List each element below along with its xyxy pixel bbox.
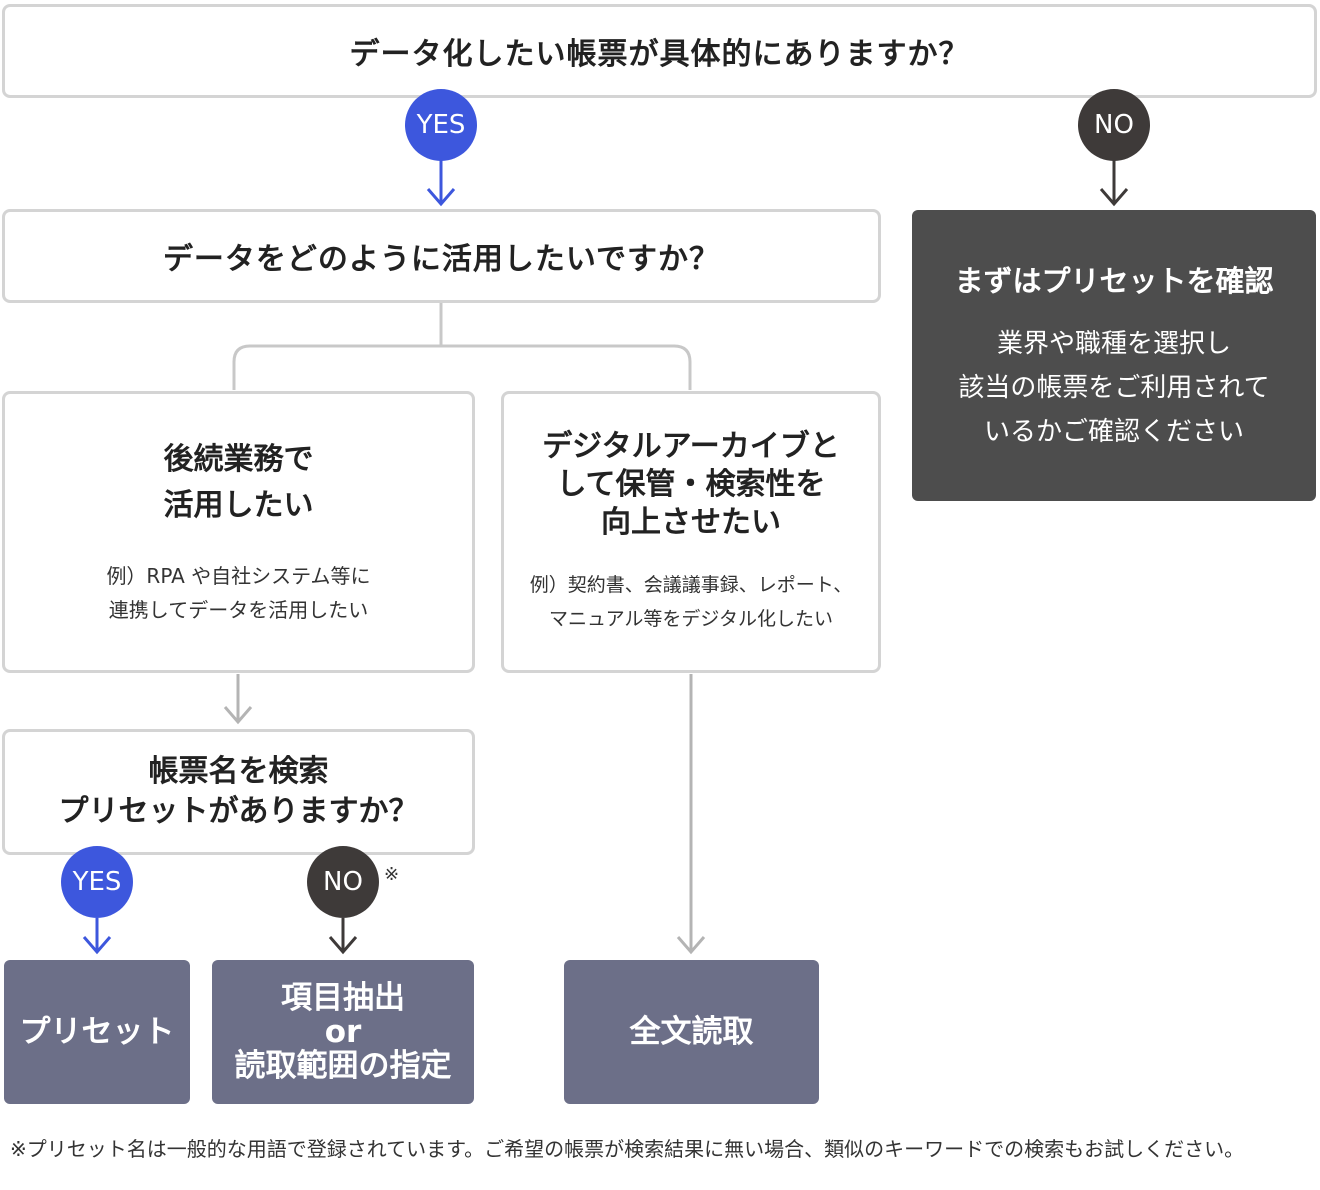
top-no-badge: NO: [1078, 89, 1150, 161]
usage-question-text: データをどのように活用したいですか？: [162, 242, 721, 277]
search-yes-badge: YES: [61, 846, 133, 918]
option-downstream-example: 例）RPA や自社システム等に 連携してデータを活用したい: [106, 559, 370, 627]
option-archive-example: 例）契約書、会議議事録、レポート、 マニュアル等をデジタル化したい: [530, 568, 853, 636]
option-archive-example-line: マニュアル等をデジタル化したい: [548, 608, 834, 630]
search-no-note-mark: ※: [384, 864, 400, 885]
search-question-line: プリセットがありますか？: [58, 794, 419, 829]
yes-arrow-head: [426, 188, 456, 207]
option-archive-title-line: 向上させたい: [600, 505, 781, 540]
result-full-text-text: 全文読取: [629, 1014, 754, 1050]
branch-split: [232, 344, 692, 390]
option-downstream-example-line: 例）RPA や自社システム等に: [106, 564, 371, 588]
result-preset-text: プリセット: [19, 1014, 175, 1050]
option-archive-title-line: して保管・検索性を: [556, 467, 826, 502]
preset-check-line: 該当の帳票をご利用されて: [958, 372, 1270, 403]
preset-check-title: まずはプリセットを確認: [954, 263, 1274, 298]
option-downstream-box: 後続業務で 活用したい 例）RPA や自社システム等に 連携してデータを活用した…: [2, 391, 475, 673]
option-archive-example-line: 例）契約書、会議議事録、レポート、: [529, 574, 853, 596]
result-item-extract-line: 項目抽出: [281, 980, 405, 1016]
search-yes-arrow-head: [82, 936, 112, 955]
search-question-text: 帳票名を検索 プリセットがありますか？: [59, 752, 419, 832]
option-downstream-title-line: 活用したい: [163, 488, 314, 523]
no-arrow-head: [1099, 188, 1129, 207]
preset-check-box: まずはプリセットを確認 業界や職種を選択し 該当の帳票をご利用されて いるかご確…: [912, 210, 1316, 501]
search-no-arrow-head: [328, 936, 358, 955]
search-question-line: 帳票名を検索: [148, 754, 329, 789]
result-item-extract-line: or: [324, 1014, 362, 1050]
preset-check-line: いるかご確認ください: [983, 416, 1244, 447]
downstream-arrow-head: [223, 706, 253, 725]
result-item-extract-line: 読取範囲の指定: [234, 1048, 452, 1084]
archive-arrow-head: [676, 936, 706, 955]
option-archive-title-line: デジタルアーカイブと: [542, 429, 840, 464]
top-question-box: データ化したい帳票が具体的にありますか？: [2, 4, 1317, 98]
option-downstream-title-line: 後続業務で: [163, 442, 314, 477]
top-yes-badge: YES: [405, 89, 477, 161]
search-no-badge: NO: [307, 846, 379, 918]
preset-check-line: 業界や職種を選択し: [996, 328, 1231, 359]
option-downstream-example-line: 連携してデータを活用したい: [108, 598, 369, 622]
result-item-extract-box: 項目抽出 or 読取範囲の指定: [212, 960, 474, 1104]
usage-question-box: データをどのように活用したいですか？: [2, 209, 881, 303]
result-preset-box: プリセット: [4, 960, 190, 1104]
search-question-box: 帳票名を検索 プリセットがありますか？: [2, 729, 475, 855]
top-question-text: データ化したい帳票が具体的にありますか？: [349, 37, 970, 72]
option-downstream-title: 後続業務で 活用したい: [164, 437, 314, 529]
option-archive-title: デジタルアーカイブと して保管・検索性を 向上させたい: [542, 428, 840, 542]
option-archive-box: デジタルアーカイブと して保管・検索性を 向上させたい 例）契約書、会議議事録、…: [501, 391, 881, 673]
preset-check-body: 業界や職種を選択し 該当の帳票をご利用されて いるかご確認ください: [958, 322, 1269, 454]
result-full-text-box: 全文読取: [564, 960, 819, 1104]
footnote: ※プリセット名は一般的な用語で登録されています。ご希望の帳票が検索結果に無い場合…: [10, 1137, 1245, 1161]
